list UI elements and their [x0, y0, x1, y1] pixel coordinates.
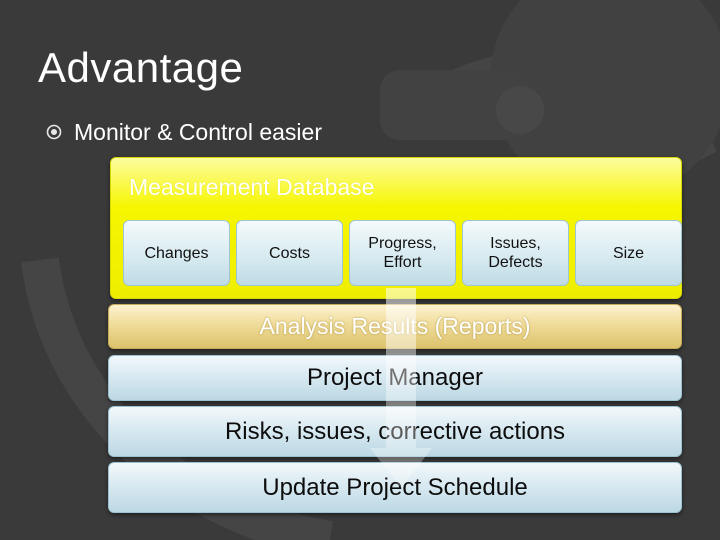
cell-issues-defects: Issues, Defects [462, 220, 569, 286]
project-manager-bar: Project Manager [108, 355, 682, 401]
bullet-item: Monitor & Control easier [46, 118, 322, 146]
target-bullet-icon [46, 124, 62, 140]
analysis-results-bar: Analysis Results (Reports) [108, 304, 682, 349]
slide-title: Advantage [38, 44, 244, 91]
bullet-text: Monitor & Control easier [74, 118, 322, 145]
update-schedule-bar: Update Project Schedule [108, 462, 682, 513]
cell-progress-effort: Progress, Effort [349, 220, 456, 286]
risks-issues-bar: Risks, issues, corrective actions [108, 406, 682, 457]
cell-costs: Costs [236, 220, 343, 286]
measurement-database-title: Measurement Database [129, 174, 375, 200]
cell-changes: Changes [123, 220, 230, 286]
cell-size: Size [575, 220, 682, 286]
measurement-database-box: Measurement Database Changes Costs Progr… [110, 157, 682, 299]
